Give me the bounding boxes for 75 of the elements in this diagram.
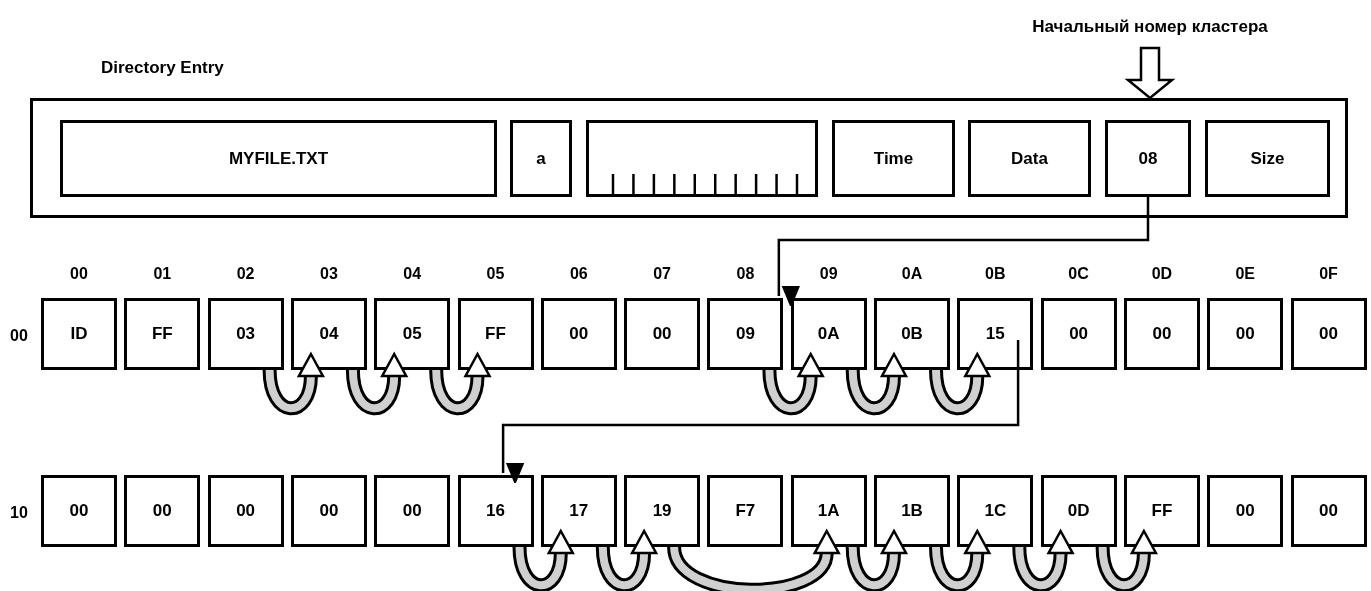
column-index: 09: [818, 264, 839, 284]
curved-arrow: [262, 351, 325, 416]
cluster-cell: 00: [124, 475, 201, 547]
cluster-cell: 00: [1290, 475, 1367, 547]
cluster-cell: 00: [1123, 298, 1200, 370]
curved-arrow: [345, 351, 409, 416]
column-index: 08: [735, 264, 756, 284]
curved-arrow: [762, 351, 825, 416]
cluster-cell: FF: [457, 298, 534, 370]
column-index: 01: [152, 264, 173, 284]
column-index: 0F: [1318, 264, 1339, 284]
cluster-cell: 1C: [957, 475, 1034, 547]
cluster-cell: F7: [707, 475, 784, 547]
column-index: 07: [652, 264, 672, 284]
column-index: 02: [235, 264, 256, 284]
column-index: 03: [319, 264, 339, 284]
column-index: 0B: [984, 264, 1007, 284]
cluster-cell: 0D: [1040, 475, 1117, 547]
curved-arrow: [512, 528, 575, 591]
connector-arrow: [777, 197, 1150, 308]
cluster-cell: 05: [374, 298, 451, 370]
cluster-cell: 03: [207, 298, 284, 370]
column-index: 0C: [1067, 264, 1090, 284]
curved-arrow: [667, 528, 841, 591]
column-index: 04: [402, 264, 423, 284]
column-index: 05: [485, 264, 506, 284]
curved-arrow: [1012, 528, 1075, 591]
cluster-cell: 00: [374, 475, 451, 547]
curved-arrow: [429, 351, 492, 416]
column-index: 0A: [900, 264, 924, 284]
cluster-cell: 00: [290, 475, 367, 547]
field-box: Size: [1205, 120, 1330, 197]
cluster-cell: 15: [957, 298, 1034, 370]
column-index: 06: [568, 264, 589, 284]
cluster-cell: 00: [207, 475, 284, 547]
cluster-cell: 00: [1040, 298, 1117, 370]
field-box: MYFILE.TXT: [60, 120, 497, 197]
box-heading: Directory Entry: [101, 57, 224, 79]
cluster-cell: 00: [1207, 298, 1284, 370]
cluster-cell: 00: [1207, 475, 1284, 547]
cluster-cell: FF: [1123, 475, 1200, 547]
cluster-cell: 19: [624, 475, 701, 547]
curved-arrow: [845, 528, 909, 591]
block-arrow: [1124, 46, 1176, 100]
connector-arrow: [501, 340, 1020, 485]
cluster-cell: 0A: [790, 298, 867, 370]
cluster-cell: 0B: [874, 298, 950, 370]
cluster-cell: 04: [290, 298, 367, 370]
cluster-cell: 09: [707, 298, 784, 370]
bit-field-box: [586, 120, 818, 197]
curved-arrow: [1095, 528, 1158, 591]
field-box: Time: [832, 120, 955, 197]
row-index: 00: [9, 326, 29, 346]
cluster-cell: 16: [457, 475, 534, 547]
cluster-cell: 00: [624, 298, 701, 370]
cluster-cell: ID: [41, 298, 117, 370]
column-index: 0E: [1234, 264, 1256, 284]
curved-arrow: [595, 528, 659, 591]
field-box: 08: [1105, 120, 1191, 197]
heading-text: Начальный номер кластера: [950, 12, 1350, 42]
cluster-cell: 00: [540, 298, 617, 370]
field-box: a: [510, 120, 572, 197]
cluster-cell: 1B: [874, 475, 950, 547]
cluster-cell: 00: [41, 475, 117, 547]
column-index: 0D: [1150, 264, 1174, 284]
row-index: 10: [9, 503, 29, 523]
cluster-cell: FF: [124, 298, 201, 370]
curved-arrow: [845, 351, 909, 416]
curved-arrow: [929, 351, 992, 416]
curved-arrow: [929, 528, 992, 591]
cluster-cell: 17: [540, 475, 617, 547]
cluster-cell: 00: [1290, 298, 1367, 370]
field-box: Data: [968, 120, 1091, 197]
cluster-cell: 1A: [790, 475, 867, 547]
column-index: 00: [69, 264, 89, 284]
